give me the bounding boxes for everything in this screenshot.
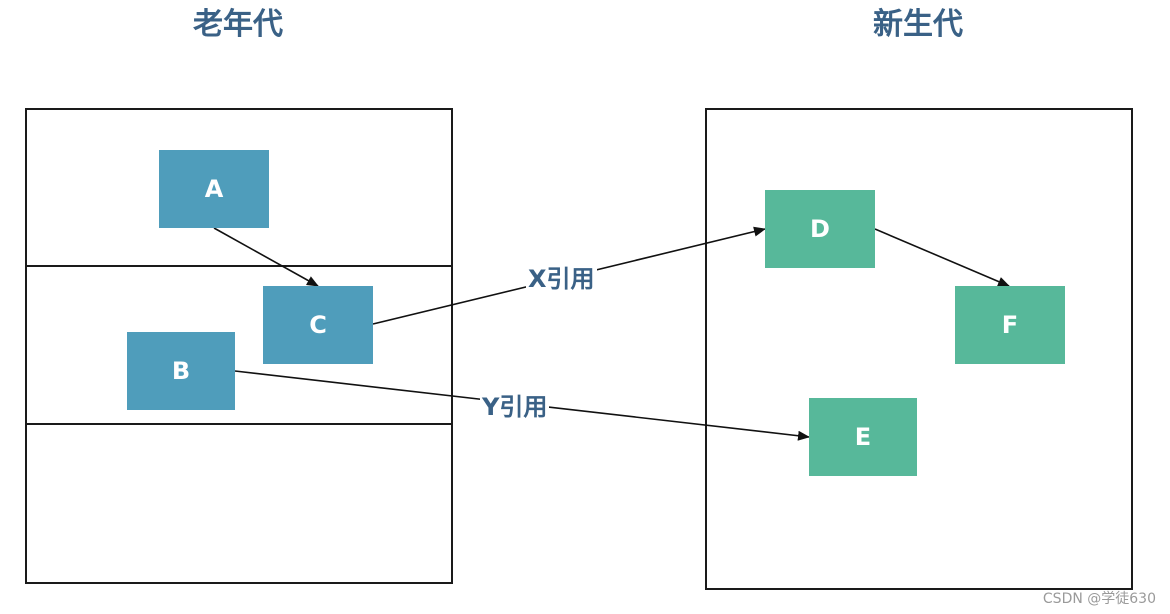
node-a: A <box>159 150 269 228</box>
young-generation-title: 新生代 <box>873 7 963 42</box>
edge-label-y-reference: Y引用 <box>480 392 550 422</box>
node-c: C <box>263 286 373 364</box>
node-b: B <box>127 332 235 410</box>
node-d: D <box>765 190 875 268</box>
old-generation-title: 老年代 <box>193 7 283 42</box>
watermark: CSDN @学徒630 <box>1042 591 1156 607</box>
old-generation-region <box>25 108 453 584</box>
edge-label-x-reference: X引用 <box>526 264 597 294</box>
old-generation-divider-2 <box>25 423 453 425</box>
node-f: F <box>955 286 1065 364</box>
node-e: E <box>809 398 917 476</box>
old-generation-divider-1 <box>25 265 453 267</box>
young-generation-region <box>705 108 1133 590</box>
